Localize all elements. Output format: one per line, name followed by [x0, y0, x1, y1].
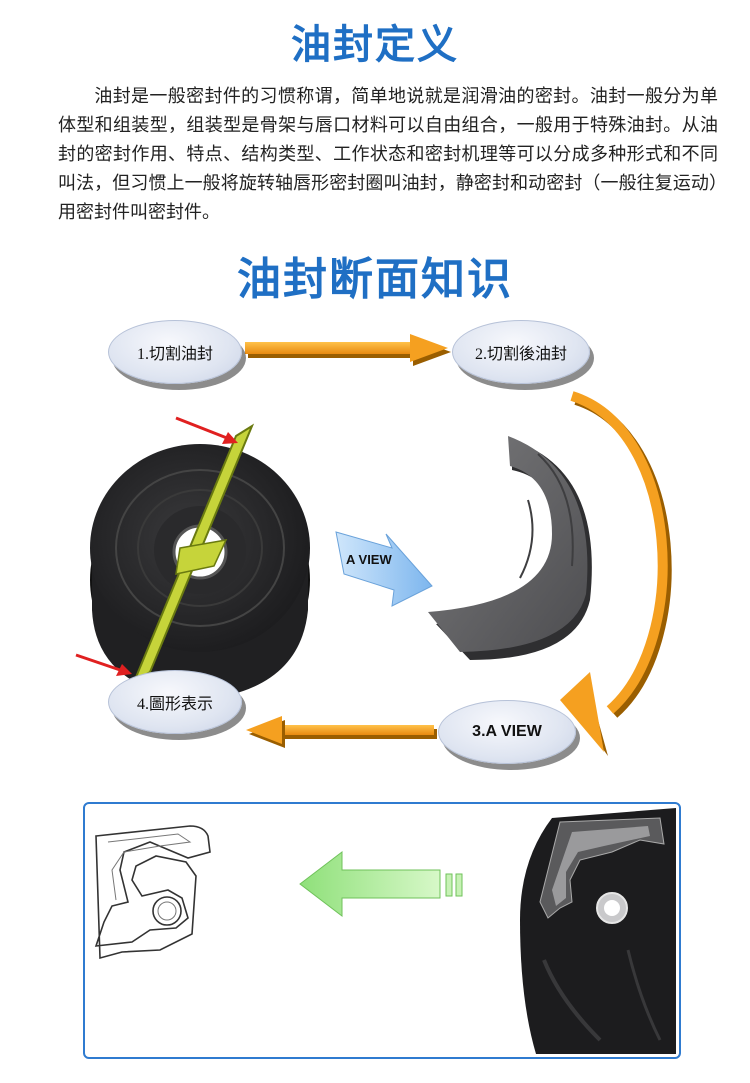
a-view-arrow: [335, 531, 433, 607]
cross-section-panel: [83, 802, 681, 1059]
cut-pointer-bottom: [75, 653, 132, 676]
flow-arrow-3-to-4: [246, 716, 437, 748]
step-3-a-view-bubble: 3.A VIEW: [438, 700, 576, 764]
definition-paragraph: 油封是一般密封件的习惯称谓，简单地说就是润滑油的密封。油封一般分为单体型和组装型…: [58, 86, 718, 223]
section-title-cross-section: 油封断面知识: [237, 254, 513, 305]
page-title-definition: 油封定义: [291, 22, 459, 68]
cut-pointer-top: [175, 416, 238, 444]
step-2-after-cut-bubble: 2.切割後油封: [452, 320, 590, 384]
flow-arrow-1-to-2: [245, 334, 451, 366]
whole-oil-seal: [90, 444, 310, 700]
half-cut-oil-seal: [428, 436, 592, 660]
flow-arrow-2-to-3: [560, 391, 672, 756]
step-4-diagram-bubble: 4.圖形表示: [108, 670, 242, 734]
step-1-cut-seal-bubble: 1.切割油封: [108, 320, 242, 384]
a-view-arrow-label: A VIEW: [346, 552, 392, 567]
